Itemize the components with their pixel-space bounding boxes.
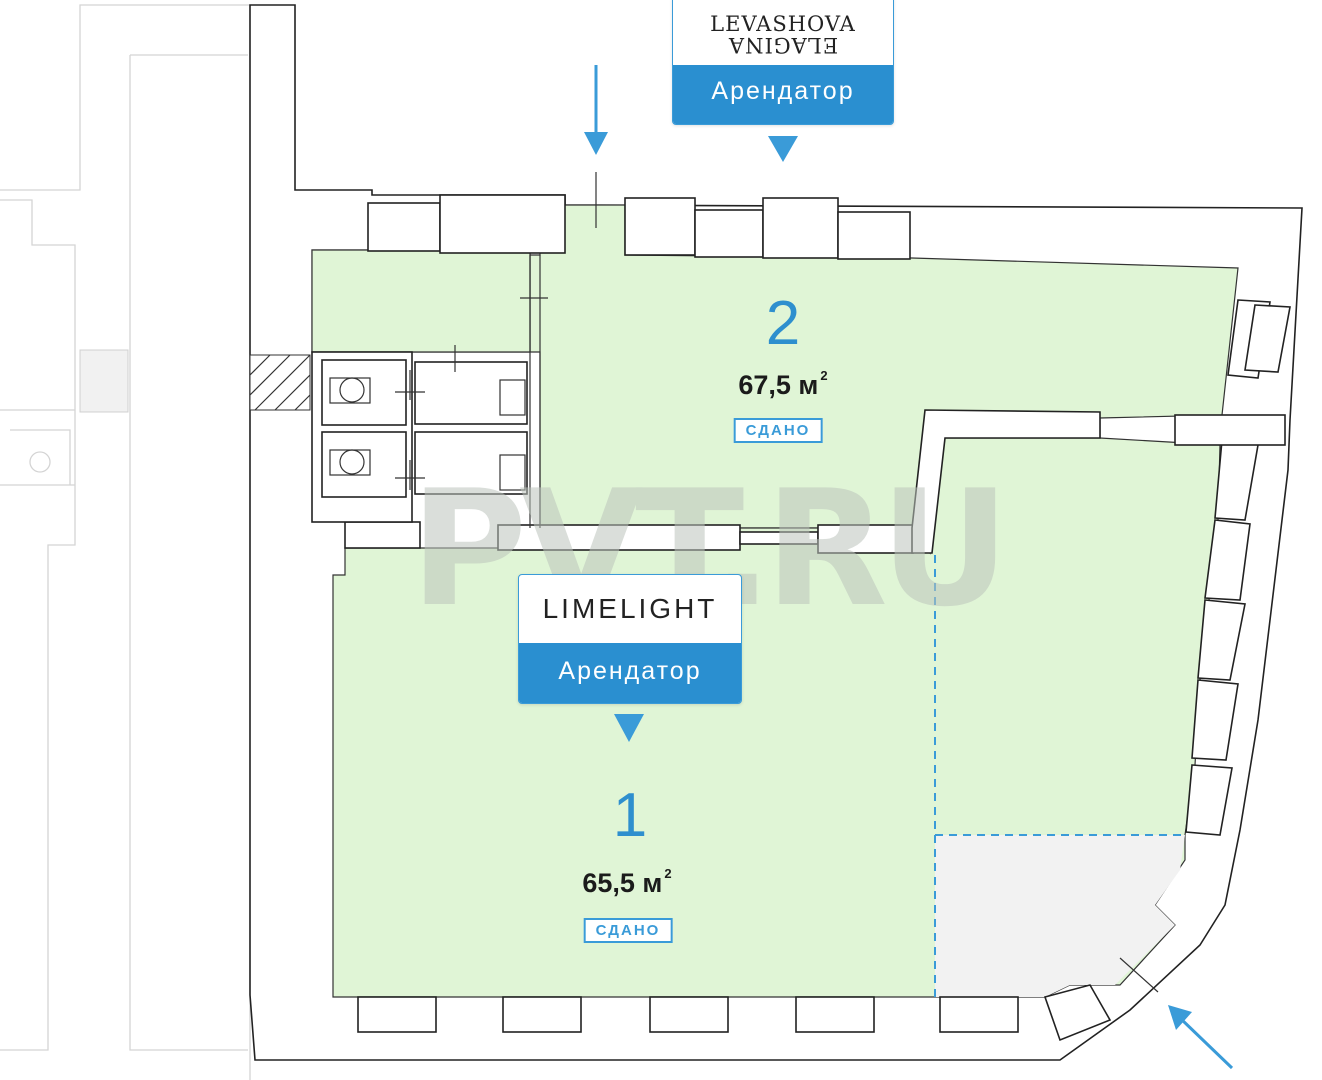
- unit-1-number: 1: [612, 781, 648, 850]
- entrance-arrow-bottom: [1168, 1005, 1234, 1070]
- unit-2-number: 2: [765, 289, 801, 358]
- hatched-column: [249, 354, 311, 411]
- partitions: [344, 255, 1286, 554]
- unit-2-status-badge: СДАНО: [733, 418, 823, 443]
- windows-top: [367, 194, 911, 260]
- tenant-role-label: Арендатор: [519, 643, 741, 703]
- neighbor-building: [0, 4, 251, 1080]
- tenant-role-label: Арендатор: [673, 65, 893, 124]
- tenant-pointer-1: [614, 714, 644, 742]
- tenant-logo-levashova: LEVASHOVA ELAGINA: [710, 12, 856, 57]
- unit-1-status-badge: СДАНО: [583, 918, 673, 943]
- tenant-pointer-2: [768, 136, 798, 162]
- restrooms: [311, 297, 548, 523]
- tenant-logo-limelight: LIMELIGHT: [542, 593, 718, 624]
- entrance-arrow-top: [584, 65, 608, 155]
- tenant-card-levashova: LEVASHOVA ELAGINA Арендатор: [672, 0, 894, 125]
- common-area: [935, 835, 1185, 997]
- windows-bottom: [357, 984, 1112, 1042]
- boundary-dashed: [934, 555, 1185, 997]
- windows-right: [1185, 299, 1291, 836]
- tenant-card-limelight: LIMELIGHT Арендатор: [518, 574, 742, 704]
